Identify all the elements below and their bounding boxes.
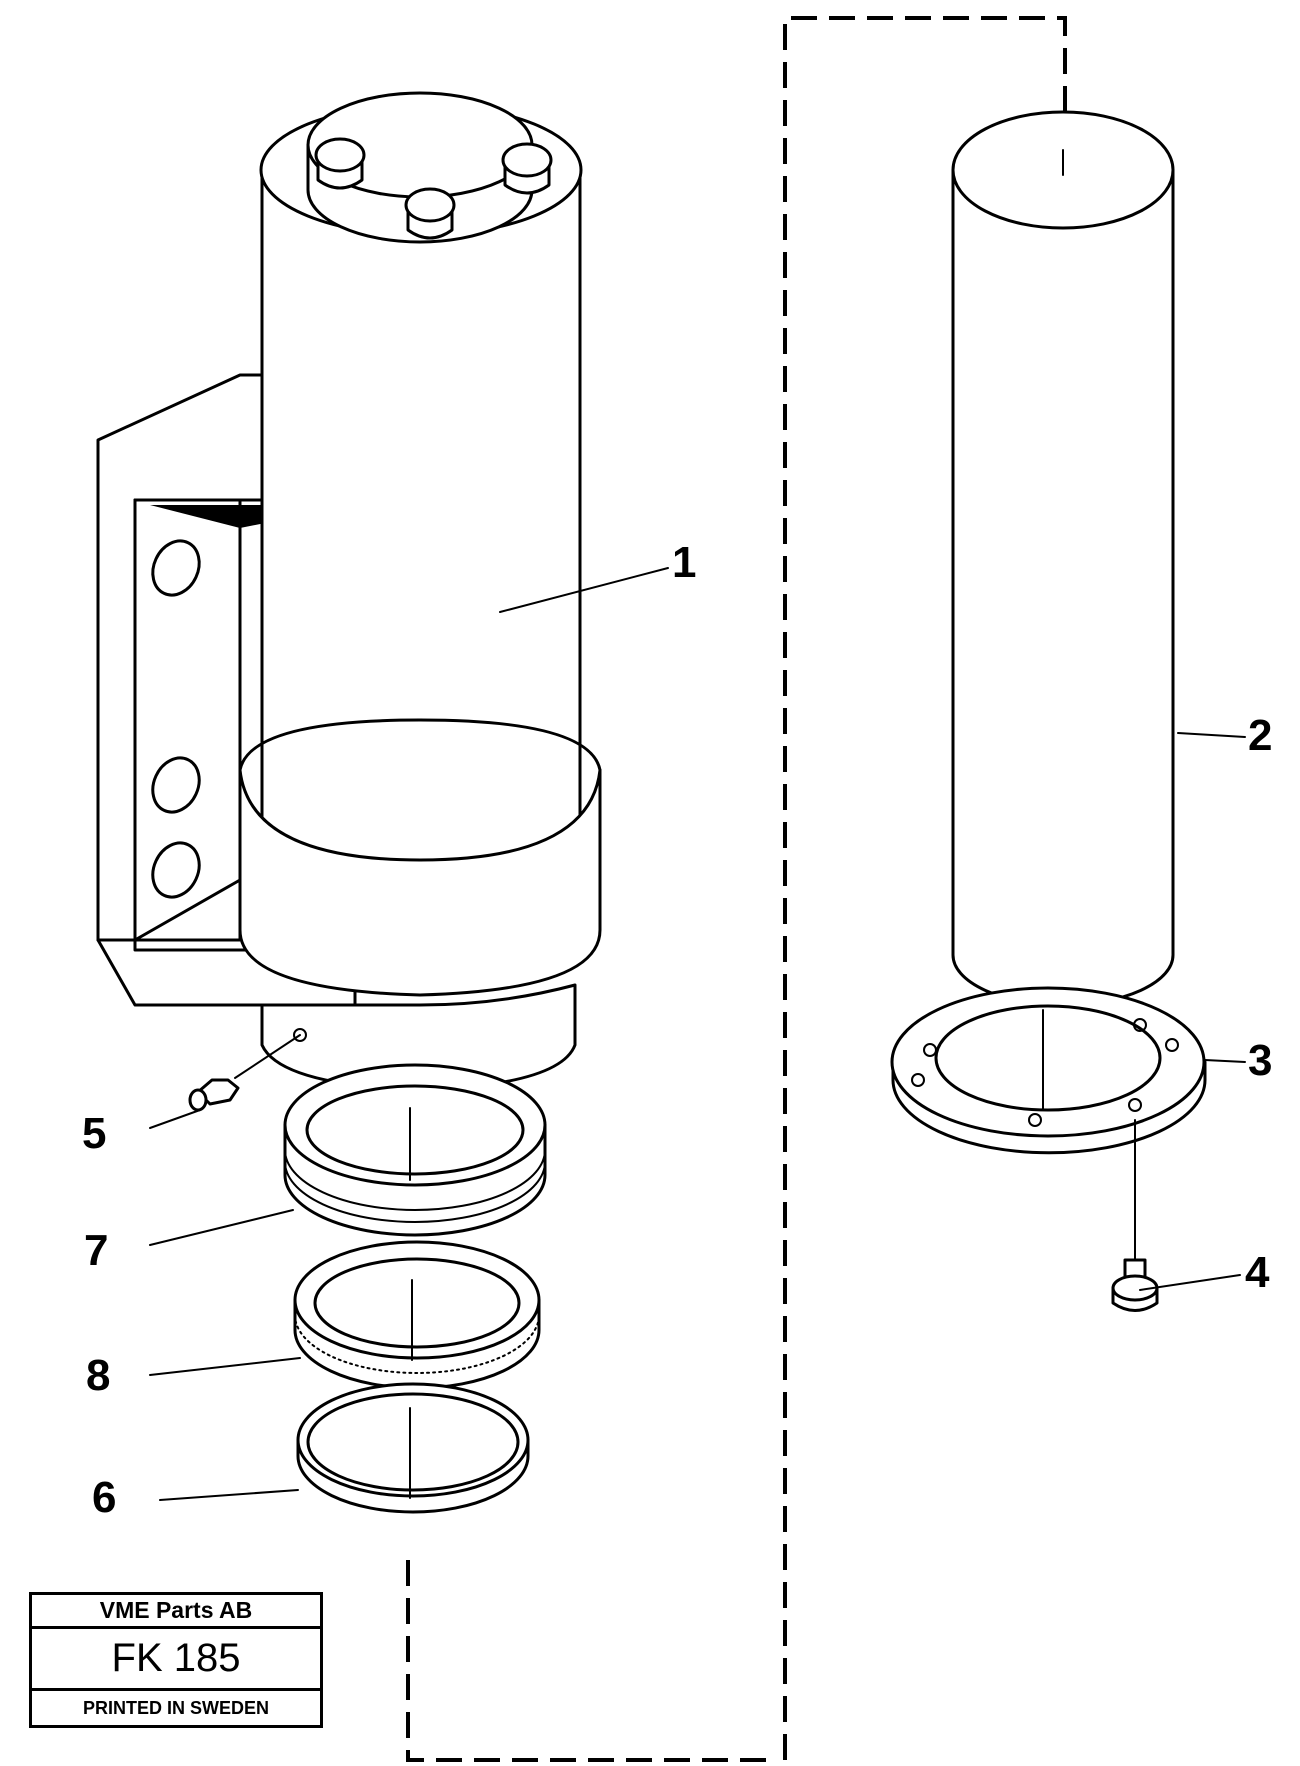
callout-5: 5 <box>82 1109 106 1158</box>
callout-8: 8 <box>86 1351 110 1400</box>
cap-bolts <box>314 137 553 240</box>
callout-1: 1 <box>672 538 696 587</box>
nipple-part-5 <box>188 1034 301 1112</box>
housing-part-1 <box>96 91 602 1092</box>
title-block-company: VME Parts AB <box>32 1595 320 1629</box>
callout-labels: 1 2 3 4 5 6 7 8 <box>82 538 1272 1522</box>
oring-part-6 <box>296 1382 530 1514</box>
callout-2: 2 <box>1248 711 1272 760</box>
title-block-printed: PRINTED IN SWEDEN <box>82 1697 269 1718</box>
callout-7: 7 <box>84 1226 108 1275</box>
callout-3: 3 <box>1248 1036 1272 1085</box>
seal-part-7 <box>283 1063 547 1237</box>
leader-lines <box>149 567 1246 1501</box>
title-block-code: FK 185 <box>32 1629 320 1691</box>
tube-part-2 <box>951 110 1175 1007</box>
callout-4: 4 <box>1245 1248 1270 1297</box>
bearing-part-8 <box>293 1240 541 1390</box>
title-block: VME Parts AB FK 185 PRINTED IN SWEDEN <box>29 1592 323 1728</box>
flange-part-3 <box>890 986 1207 1155</box>
callout-6: 6 <box>92 1473 116 1522</box>
bolt-part-4 <box>1111 1119 1159 1312</box>
assembly-dashed-line <box>406 16 1067 1762</box>
